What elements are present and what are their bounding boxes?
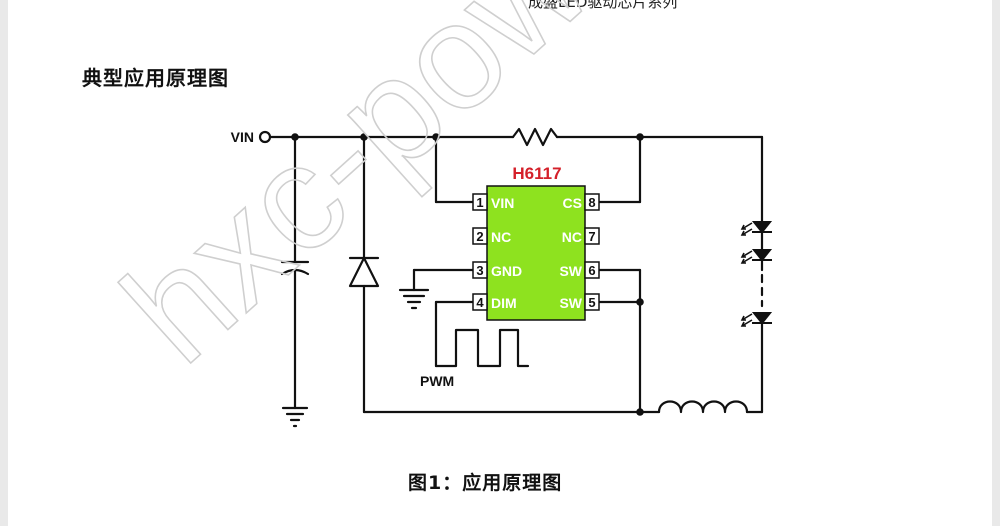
led-2 — [751, 249, 773, 262]
vin-label: VIN — [231, 129, 254, 145]
sense-resistor — [511, 127, 559, 147]
pin-number-1: 1 — [476, 195, 483, 210]
pin-box-2 — [472, 227, 488, 245]
document-page: 成盛LED驱动芯片系列 典型应用原理图 — [8, 0, 992, 526]
pin-name-dim: DIM — [491, 295, 517, 311]
pin-number-5: 5 — [588, 295, 595, 310]
figure-caption: 图1：应用原理图 — [408, 472, 563, 494]
pin-box-5 — [584, 293, 600, 311]
pin-number-4: 4 — [476, 295, 484, 310]
pin-number-8: 8 — [588, 195, 595, 210]
application-schematic: 1 2 3 4 8 7 6 5 VIN NC GND DIM CS NC SW … — [231, 127, 773, 428]
section-title: 典型应用原理图 — [82, 66, 229, 90]
inductor — [657, 400, 749, 414]
vin-terminal — [258, 130, 272, 144]
header-cut-text: 成盛LED驱动芯片系列 — [528, 0, 678, 11]
pin-name-gnd: GND — [491, 263, 522, 279]
pin-box-4 — [472, 293, 488, 311]
pwm-waveform — [434, 328, 530, 368]
pin-box-1 — [472, 193, 488, 211]
chip-body — [486, 185, 586, 321]
pin-name-vin: VIN — [491, 195, 514, 211]
led-n — [751, 312, 773, 325]
pin-box-3 — [472, 261, 488, 279]
pin-name-nc-right: NC — [562, 229, 582, 245]
pin-name-cs: CS — [563, 195, 582, 211]
pin-number-6: 6 — [588, 263, 595, 278]
pin-name-sw-5: SW — [559, 295, 582, 311]
led-light-arrows — [740, 222, 753, 327]
chip-name: H6117 — [512, 164, 561, 183]
pin-number-3: 3 — [476, 263, 483, 278]
freewheel-diode — [348, 256, 380, 288]
pwm-label: PWM — [420, 373, 454, 389]
pin-box-6 — [584, 261, 600, 279]
led-1 — [751, 221, 773, 234]
pin-number-7: 7 — [588, 229, 595, 244]
pin-number-2: 2 — [476, 229, 483, 244]
pin-name-sw-6: SW — [559, 263, 582, 279]
pin-box-7 — [584, 227, 600, 245]
pin-box-8 — [584, 193, 600, 211]
junction-dots — [291, 133, 644, 416]
pin-name-nc-left: NC — [491, 229, 511, 245]
